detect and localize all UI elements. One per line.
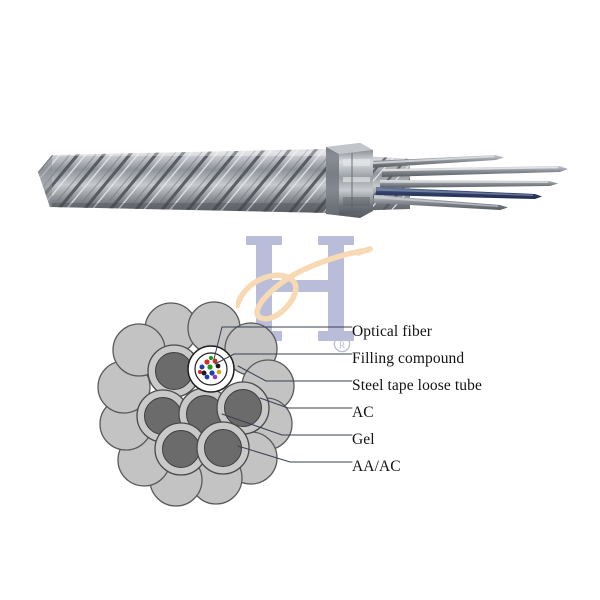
watermark-registered-mark: R: [333, 335, 351, 353]
cable-collar: [326, 143, 373, 218]
callout-label-list: Optical fiber Filling compound Steel tap…: [352, 318, 600, 480]
callout-label-optical-fiber: Optical fiber: [352, 323, 433, 340]
callout-label-gel: Gel: [352, 431, 375, 448]
loose-tube: [196, 421, 250, 475]
central-fiber-tube: [187, 345, 235, 393]
callout-label-ac: AC: [352, 404, 374, 421]
callout-label-filling-compound: Filling compound: [352, 350, 465, 367]
callout-label-aa-ac: AA/AC: [352, 458, 401, 475]
loose-tube: [147, 344, 201, 398]
svg-text:R: R: [339, 341, 346, 351]
loose-tube: [154, 422, 208, 476]
cable-photograph: [30, 125, 575, 230]
callout-label-steel-tape-loose-tube: Steel tape loose tube: [352, 377, 482, 394]
splayed-wires: [370, 155, 568, 210]
cable-cross-section: [88, 298, 318, 513]
